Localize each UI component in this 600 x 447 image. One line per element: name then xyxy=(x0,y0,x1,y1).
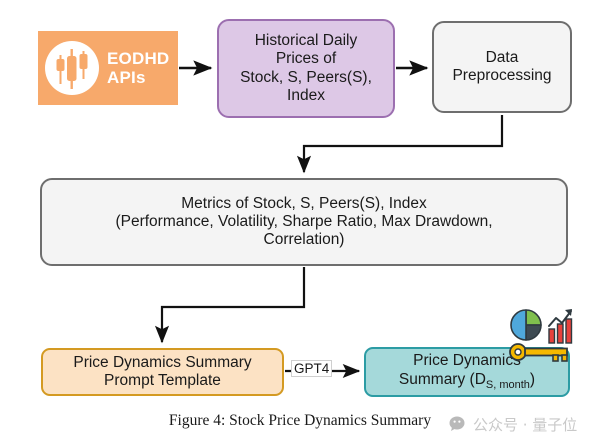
metrics-line-1: Metrics of Stock, S, Peers(S), Index xyxy=(181,194,427,212)
prompt-line-2: Prompt Template xyxy=(104,372,221,389)
eodhd-wordmark: EODHD APIs xyxy=(107,49,169,87)
metrics-line-3: Correlation) xyxy=(263,231,345,249)
eodhd-wordmark-line2: APIs xyxy=(107,68,146,87)
prompt-template-node: Price Dynamics Summary Prompt Template xyxy=(41,348,284,396)
wechat-icon xyxy=(449,416,465,431)
historical-line-2: Prices of xyxy=(275,50,337,68)
watermark-text: 公众号 · 量子位 xyxy=(473,416,578,434)
historical-line-3: Stock, S, Peers(S), xyxy=(240,68,372,86)
trend-line-icon xyxy=(548,309,572,327)
preprocessing-line-2: Preprocessing xyxy=(452,67,552,84)
edge-metrics-to-prompt xyxy=(154,267,306,344)
eodhd-apis-source-node: EODHD APIs xyxy=(38,31,178,105)
analytics-icon-cluster xyxy=(509,309,573,362)
historical-line-4: Index xyxy=(287,86,325,104)
edge-preprocessing-to-metrics xyxy=(296,115,504,174)
key-icon xyxy=(509,343,568,362)
summary-line-1: Price Dynamics xyxy=(413,352,521,370)
prompt-line-1: Price Dynamics Summary xyxy=(73,353,252,371)
metrics-line-2: (Performance, Volatility, Sharpe Ratio, … xyxy=(115,212,493,230)
edge-label-gpt4: GPT4 xyxy=(291,360,333,377)
summary-line-2-subscript: S, month xyxy=(485,378,530,391)
candlestick-chart-icon xyxy=(45,41,99,95)
historical-prices-node: Historical Daily Prices of Stock, S, Pee… xyxy=(217,19,395,118)
pie-chart-icon xyxy=(510,309,542,341)
bar-chart-icon xyxy=(548,318,573,344)
historical-line-1: Historical Daily xyxy=(254,31,358,49)
watermark: 公众号 · 量子位 xyxy=(449,414,577,435)
metrics-node: Metrics of Stock, S, Peers(S), Index (Pe… xyxy=(40,178,568,266)
figure-caption: Figure 4: Stock Price Dynamics Summary xyxy=(168,412,432,429)
preprocessing-line-1: Data xyxy=(485,48,519,66)
data-preprocessing-node: Data Preprocessing xyxy=(432,21,572,113)
summary-line-2-suffix: ) xyxy=(529,370,536,388)
summary-line-2-prefix: Summary (D xyxy=(398,370,486,388)
eodhd-wordmark-line1: EODHD xyxy=(107,48,170,68)
